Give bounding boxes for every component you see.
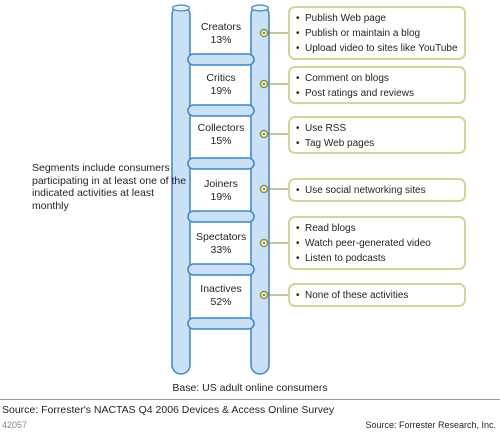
segment-percent: 13% <box>210 33 232 46</box>
base-note: Base: US adult online consumers <box>172 382 328 394</box>
segment-name: Creators <box>200 21 242 33</box>
list-item: •Publish Web page <box>296 13 386 24</box>
segment-name: Spectators <box>196 231 247 243</box>
list-item: •Use social networking sites <box>296 185 426 196</box>
segment-inactives: Inactives 52% <box>196 283 246 308</box>
segment-percent: 33% <box>210 243 232 256</box>
activities-creators: •Publish Web page •Publish or maintain a… <box>288 6 466 60</box>
segment-name: Collectors <box>197 122 245 134</box>
connector-spectators <box>259 238 288 248</box>
left-rail-top <box>171 4 191 12</box>
activities-inactives: •None of these activities <box>288 283 466 307</box>
connector-critics <box>259 79 288 89</box>
rung-3 <box>187 157 255 170</box>
activities-spectators: •Read blogs •Watch peer-generated video … <box>288 216 466 270</box>
source-note: Source: Forrester's NACTAS Q4 2006 Devic… <box>2 404 335 416</box>
segment-joiners: Joiners 19% <box>196 178 246 203</box>
rung-2 <box>187 104 255 117</box>
divider <box>0 399 500 400</box>
list-item: •Publish or maintain a blog <box>296 28 421 39</box>
list-item: •Upload video to sites like YouTube <box>296 43 458 54</box>
rung-5 <box>187 263 255 276</box>
segment-percent: 15% <box>210 134 232 147</box>
segment-percent: 52% <box>210 295 232 308</box>
connector-collectors <box>259 129 288 139</box>
segment-name: Inactives <box>200 283 242 295</box>
connector-inactives <box>259 290 288 300</box>
segment-percent: 19% <box>210 84 232 97</box>
list-item: •Tag Web pages <box>296 138 375 149</box>
list-item: •None of these activities <box>296 290 409 301</box>
activities-collectors: •Use RSS •Tag Web pages <box>288 116 466 154</box>
segment-percent: 19% <box>210 190 232 203</box>
activities-critics: •Comment on blogs •Post ratings and revi… <box>288 66 466 104</box>
list-item: •Comment on blogs <box>296 73 389 84</box>
list-item: •Watch peer-generated video <box>296 238 431 249</box>
list-item: •Post ratings and reviews <box>296 88 414 99</box>
list-item: •Read blogs <box>296 223 356 234</box>
connector-joiners <box>259 184 288 194</box>
rung-4 <box>187 210 255 223</box>
segment-name: Critics <box>206 72 236 84</box>
segment-creators: Creators 13% <box>196 21 246 46</box>
connector-creators <box>259 28 288 38</box>
segment-collectors: Collectors 15% <box>196 122 246 147</box>
figure-id: 42057 <box>2 420 28 430</box>
segment-name: Joiners <box>204 178 238 190</box>
activities-joiners: •Use social networking sites <box>288 178 466 202</box>
list-item: •Listen to podcasts <box>296 253 386 264</box>
rung-6 <box>187 317 255 330</box>
list-item: •Use RSS <box>296 123 347 134</box>
rung-1 <box>187 53 255 66</box>
segment-critics: Critics 19% <box>196 72 246 97</box>
source-credit: Source: Forrester Research, Inc. <box>365 420 496 430</box>
segments-note: Segments include consumers participating… <box>32 162 187 212</box>
segment-spectators: Spectators 33% <box>196 231 246 256</box>
right-rail-top <box>250 4 270 12</box>
